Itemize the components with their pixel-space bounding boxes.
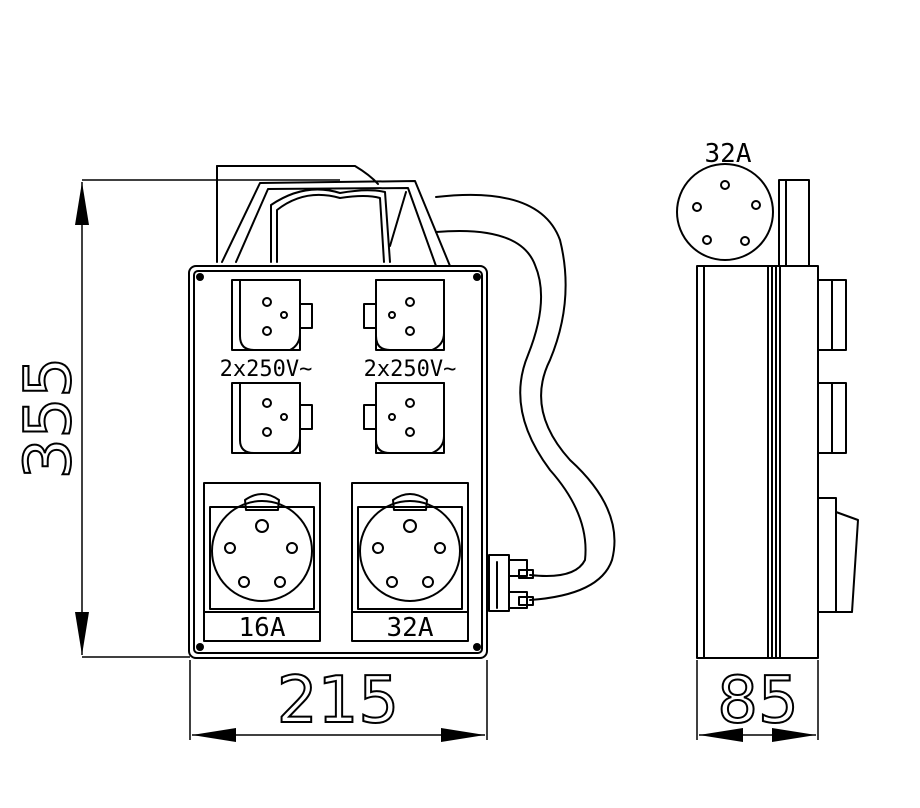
handle-side bbox=[778, 179, 810, 267]
socket-label-32a: 32A bbox=[387, 613, 434, 643]
height-dimension: 355 bbox=[11, 179, 340, 658]
depth-dimension: 85 bbox=[696, 660, 819, 742]
socket-label-top-right: 2x250V~ bbox=[364, 357, 457, 382]
schuko-socket-middle-right bbox=[363, 382, 445, 454]
socket-label-top-left: 2x250V~ bbox=[220, 357, 313, 382]
schuko-socket-top-right bbox=[363, 279, 445, 351]
distribution-box-housing bbox=[188, 265, 488, 659]
front-view: 355 215 bbox=[11, 165, 616, 742]
depth-dimension-label: 85 bbox=[717, 664, 798, 738]
width-dimension-label: 215 bbox=[277, 664, 399, 738]
side-socket-bottom bbox=[817, 497, 859, 613]
schuko-socket-top-left bbox=[231, 279, 313, 351]
socket-label-16a: 16A bbox=[239, 613, 286, 643]
side-view: 32A bbox=[676, 139, 859, 742]
side-socket-top bbox=[817, 279, 847, 351]
width-dimension: 215 bbox=[189, 660, 488, 742]
top-plug bbox=[216, 165, 451, 267]
side-socket-middle bbox=[817, 382, 847, 454]
cee-plug-face bbox=[676, 163, 774, 261]
side-housing bbox=[696, 265, 819, 659]
schuko-socket-middle-left bbox=[231, 382, 313, 454]
cee-socket-16a bbox=[203, 482, 321, 642]
cable-glands bbox=[488, 554, 534, 612]
cee-socket-32a bbox=[351, 482, 469, 642]
power-cable bbox=[435, 193, 616, 601]
height-dimension-label: 355 bbox=[12, 357, 86, 479]
